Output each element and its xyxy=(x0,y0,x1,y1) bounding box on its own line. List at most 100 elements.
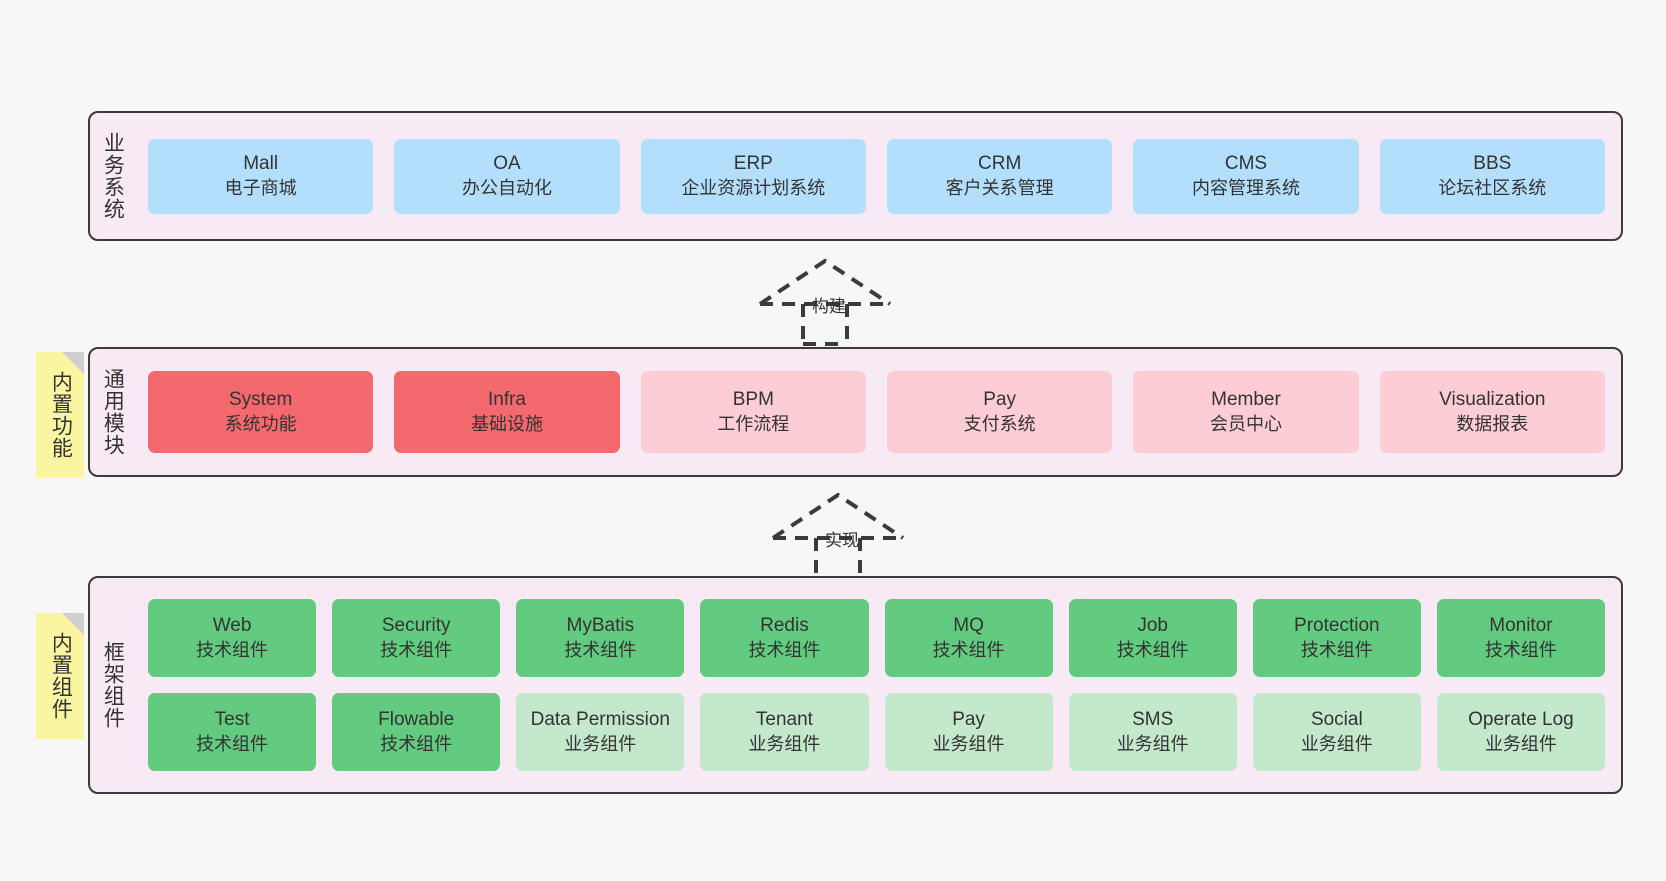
connector-implement: 实现 xyxy=(768,490,918,580)
card-subtitle: 会员中心 xyxy=(1209,413,1282,434)
card-subtitle: 技术组件 xyxy=(380,733,453,754)
card-title: CMS xyxy=(1224,153,1268,175)
card-title: MQ xyxy=(953,615,984,637)
card-subtitle: 技术组件 xyxy=(748,639,821,660)
card-title: Web xyxy=(212,615,252,637)
card-title: Protection xyxy=(1294,615,1380,637)
card-title: Monitor xyxy=(1489,615,1553,637)
card-subtitle: 业务组件 xyxy=(932,733,1005,754)
card-subtitle: 业务组件 xyxy=(1300,733,1373,754)
card-subtitle: 工作流程 xyxy=(717,413,790,434)
card-title: CRM xyxy=(978,153,1022,175)
card-subtitle: 技术组件 xyxy=(196,639,269,660)
card-subtitle: 论坛社区系统 xyxy=(1438,177,1547,198)
card-subtitle: 技术组件 xyxy=(564,639,637,660)
card-subtitle: 内容管理系统 xyxy=(1191,177,1300,198)
card-title: Member xyxy=(1211,389,1281,411)
card-title: System xyxy=(228,389,293,411)
card-title: Social xyxy=(1310,709,1363,731)
note-fold-corner-icon xyxy=(62,352,84,374)
card-title: Infra xyxy=(487,389,526,411)
layer-common-module-label: 通用模块 xyxy=(101,368,125,456)
card-title: Security xyxy=(381,615,451,637)
note-builtin-components-label: 内置组件 xyxy=(49,632,73,720)
note-fold-corner-icon xyxy=(62,613,84,635)
card-subtitle: 技术组件 xyxy=(1116,639,1189,660)
card-title: Test xyxy=(214,709,250,731)
card-subtitle: 业务组件 xyxy=(1484,733,1557,754)
card-subtitle: 技术组件 xyxy=(1300,639,1373,660)
layer-business-system-label: 业务系统 xyxy=(101,132,125,220)
card-title: Operate Log xyxy=(1468,709,1574,731)
card-title: Pay xyxy=(983,389,1017,411)
card-subtitle: 基础设施 xyxy=(470,413,543,434)
card-subtitle: 企业资源计划系统 xyxy=(681,177,826,198)
card-subtitle: 技术组件 xyxy=(380,639,453,660)
card-title: Tenant xyxy=(755,709,813,731)
card-subtitle: 支付系统 xyxy=(963,413,1036,434)
card-title: MyBatis xyxy=(566,615,635,637)
card-title: Flowable xyxy=(378,709,455,731)
card-subtitle: 办公自动化 xyxy=(461,177,552,198)
card-title: Pay xyxy=(952,709,985,731)
card-subtitle: 业务组件 xyxy=(748,733,821,754)
card-title: BPM xyxy=(732,389,774,411)
card-subtitle: 电子商城 xyxy=(224,177,297,198)
card-subtitle: 数据报表 xyxy=(1456,413,1529,434)
card-title: BBS xyxy=(1473,153,1512,175)
card-title: ERP xyxy=(733,153,773,175)
card-title: Visualization xyxy=(1439,389,1546,411)
card-subtitle: 技术组件 xyxy=(932,639,1005,660)
card-subtitle: 客户关系管理 xyxy=(945,177,1054,198)
layer-framework-component-label: 框架组件 xyxy=(101,641,125,729)
card-subtitle: 业务组件 xyxy=(564,733,637,754)
connector-implement-label: 实现 xyxy=(825,531,859,550)
card-title: Redis xyxy=(760,615,809,637)
card-title: OA xyxy=(493,153,521,175)
card-title: SMS xyxy=(1132,709,1174,731)
card-title: Job xyxy=(1137,615,1168,637)
card-title: Data Permission xyxy=(530,709,670,731)
connector-build: 构建 xyxy=(755,256,905,346)
note-builtin-features: 内置功能 xyxy=(36,352,84,478)
note-builtin-features-label: 内置功能 xyxy=(49,371,73,459)
card-subtitle: 技术组件 xyxy=(196,733,269,754)
card-subtitle: 业务组件 xyxy=(1116,733,1189,754)
